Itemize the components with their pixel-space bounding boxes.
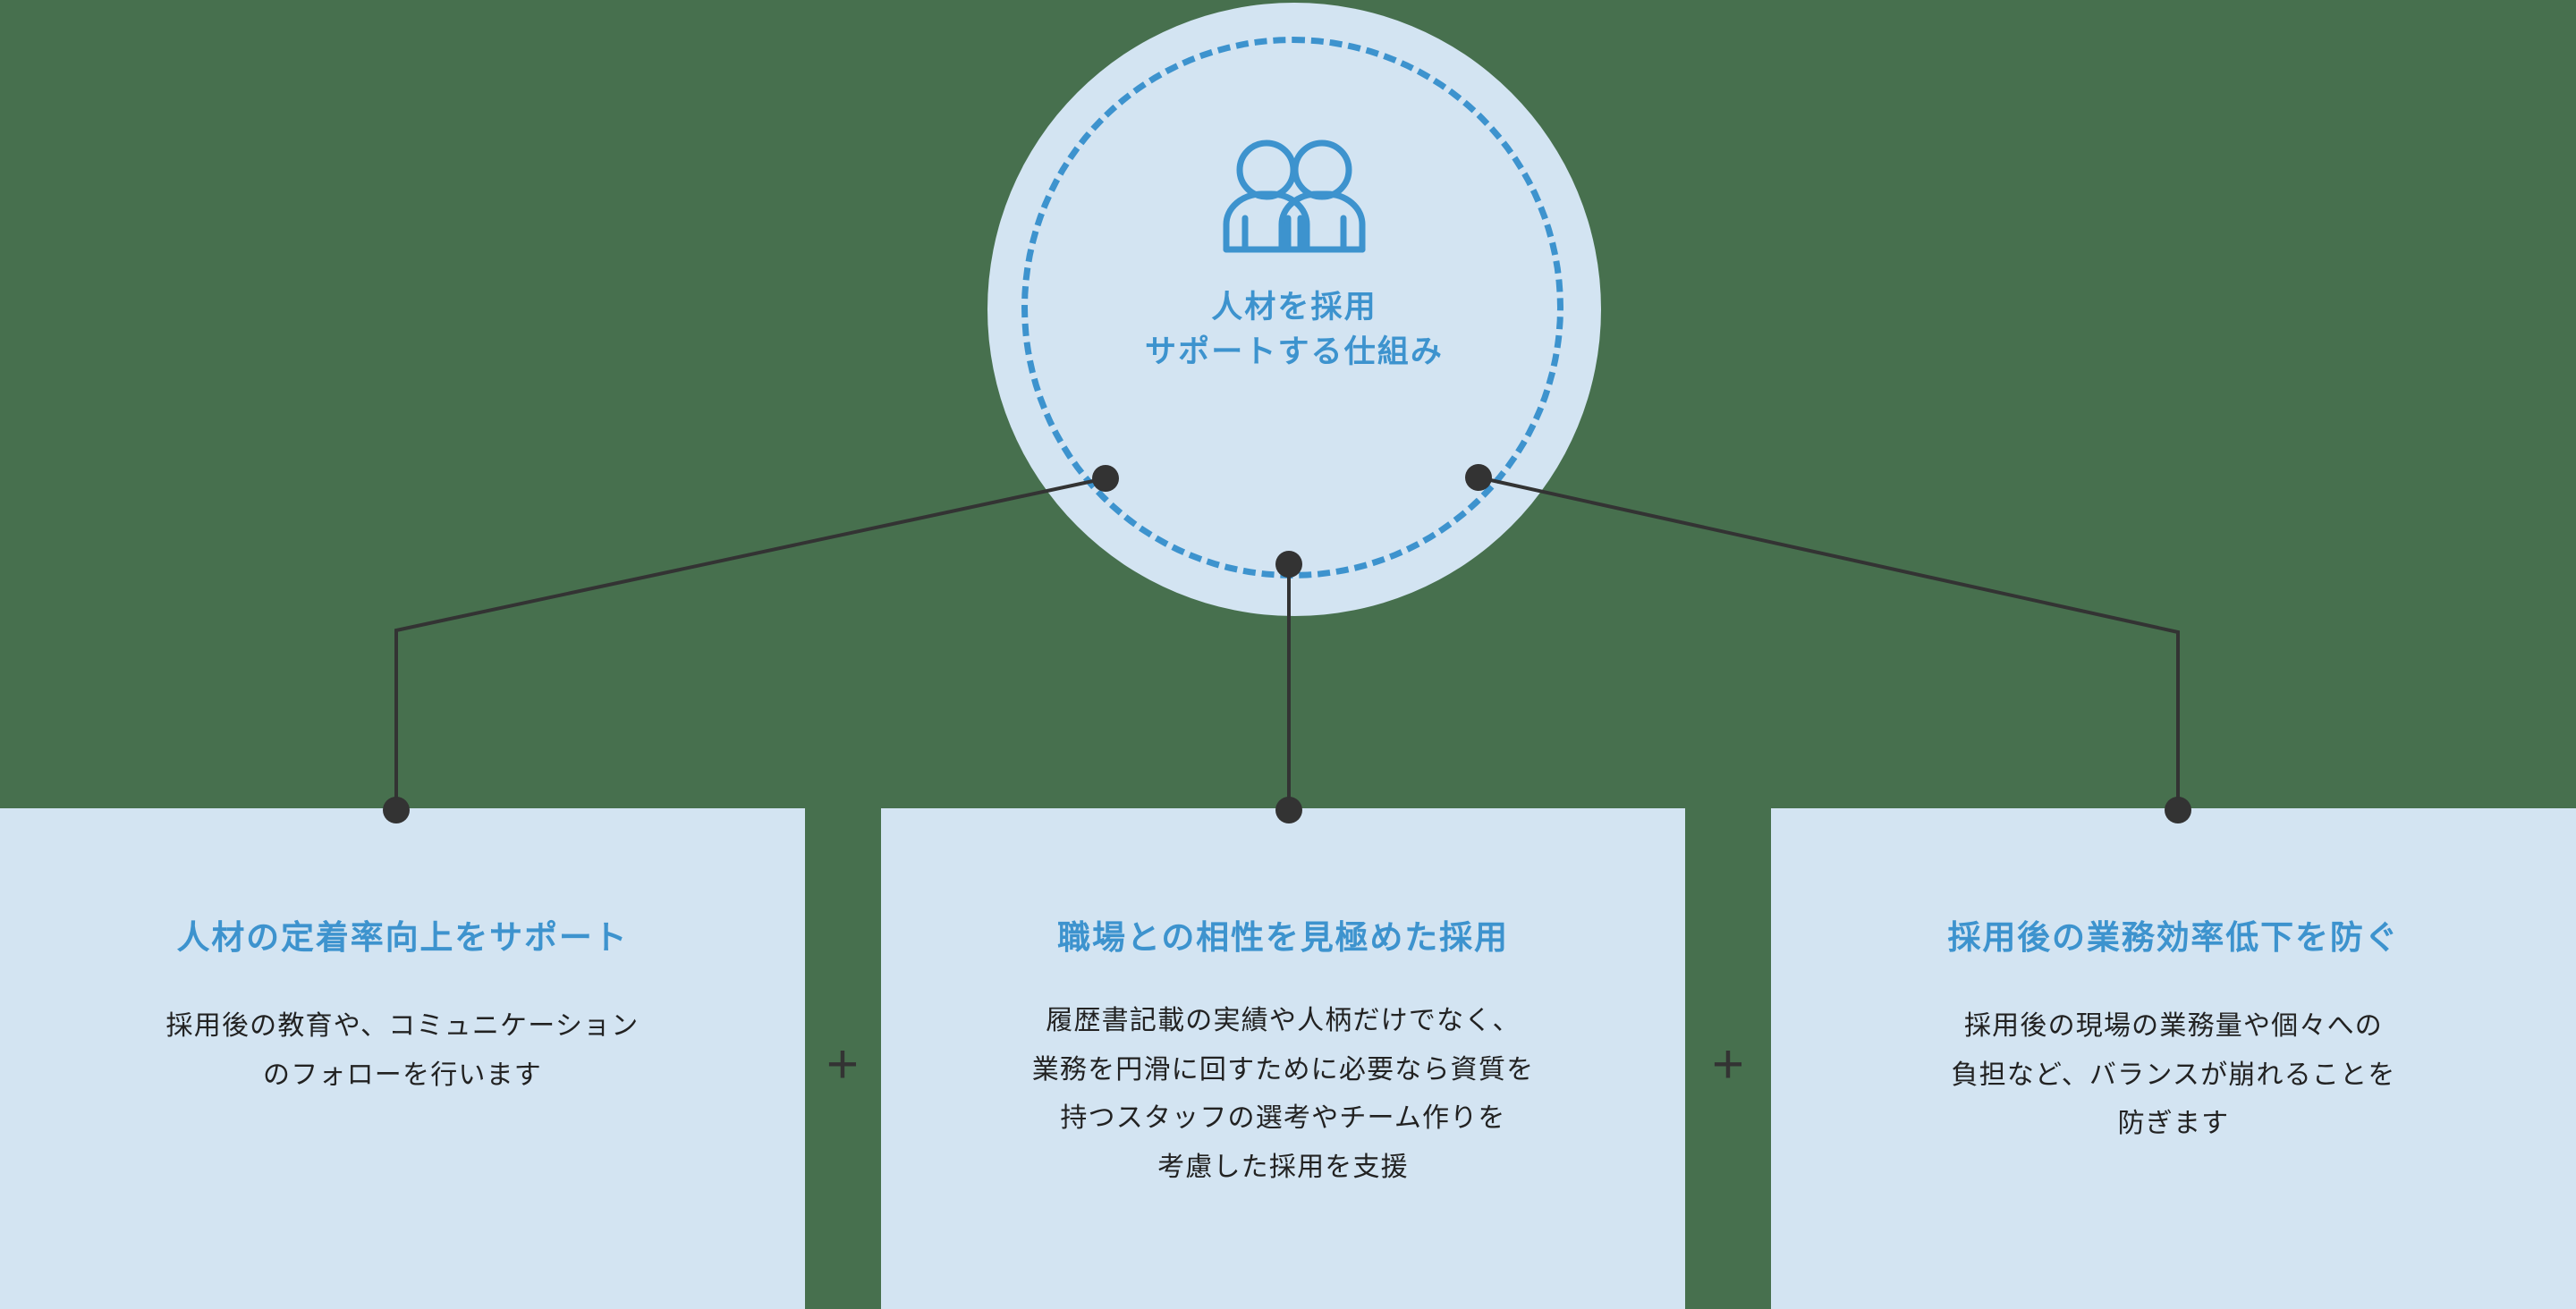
benefit-card-efficiency: 採用後の業務効率低下を防ぐ 採用後の現場の業務量や個々への 負担など、バランスが… (1771, 808, 2576, 1309)
benefit-card-fit-hiring: 職場との相性を見極めた採用 履歴書記載の実績や人柄だけでなく、 業務を円滑に回す… (881, 808, 1685, 1309)
card-body: 採用後の現場の業務量や個々への 負担など、バランスが崩れることを 防ぎます (1951, 1011, 2396, 1139)
card-title: 職場との相性を見極めた採用 (1057, 919, 1509, 956)
hub-content: 人材を採用 サポートする仕組み (987, 3, 1601, 616)
card-title: 人材の定着率向上をサポート (176, 919, 629, 956)
hub-title: 人材を採用 サポートする仕組み (1145, 290, 1444, 369)
benefit-card-retention: 人材の定着率向上をサポート 採用後の教育や、コミュニケーション のフォローを行い… (0, 808, 805, 1309)
card-body: 採用後の教育や、コミュニケーション のフォローを行います (165, 1011, 640, 1090)
hub-circle: 人材を採用 サポートする仕組み (987, 3, 1601, 616)
two-people-icon (1223, 139, 1366, 253)
card-title: 採用後の業務効率低下を防ぐ (1947, 919, 2400, 956)
plus-separator: + (1711, 1034, 1745, 1095)
plus-separator: + (826, 1034, 860, 1095)
card-body: 履歴書記載の実績や人柄だけでなく、 業務を円滑に回すために必要なら資質を 持つス… (1031, 1006, 1535, 1182)
